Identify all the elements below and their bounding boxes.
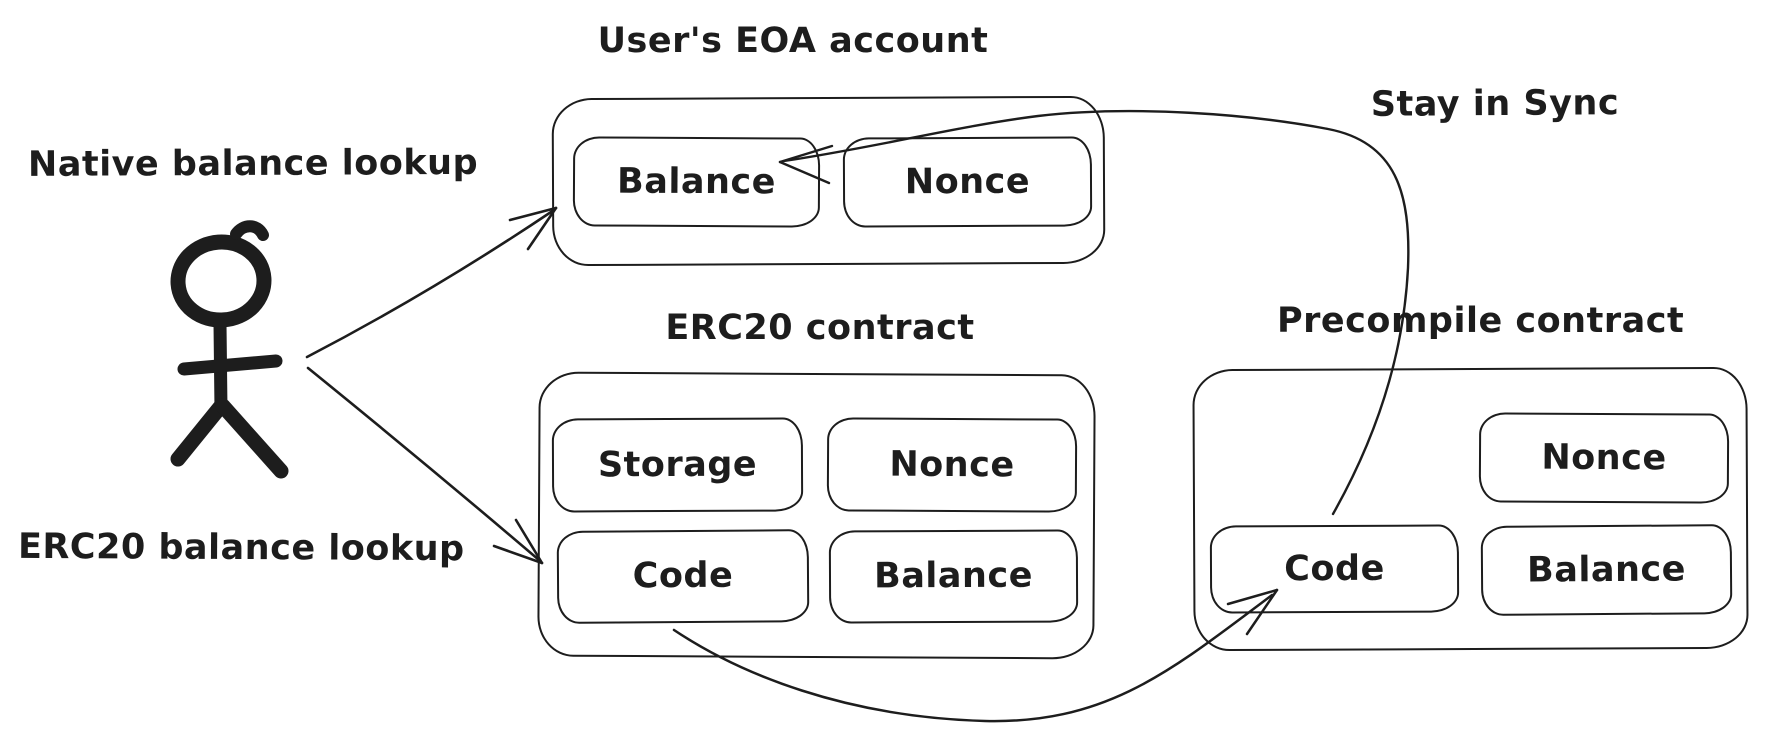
erc20-lookup-label: ERC20 balance lookup — [17, 526, 465, 570]
eoa-title: User's EOA account — [597, 21, 989, 61]
erc20-storage-field: Storage — [551, 417, 804, 513]
erc20-balance-field: Balance — [828, 529, 1079, 624]
code-sync-arrow — [672, 588, 1279, 723]
precompile-balance-field: Balance — [1480, 524, 1733, 616]
precompile-nonce-field: Nonce — [1478, 412, 1730, 504]
eoa-balance-label: Balance — [616, 161, 777, 202]
erc20-lookup-arrow — [306, 366, 544, 565]
erc20-code-field: Code — [556, 529, 810, 624]
native-lookup-label: Native balance lookup — [27, 142, 479, 185]
erc20-title: ERC20 contract — [665, 308, 975, 348]
eoa-nonce-label: Nonce — [904, 161, 1031, 202]
stay-in-sync-arrow — [778, 109, 1410, 516]
erc20-nonce-field: Nonce — [826, 417, 1078, 513]
precompile-code-label: Code — [1284, 548, 1385, 589]
stick-figure-user-icon — [170, 220, 289, 479]
precompile-title: Precompile contract — [1277, 301, 1685, 341]
erc20-balance-label: Balance — [874, 555, 1033, 597]
erc20-nonce-label: Nonce — [889, 444, 1015, 485]
stay-in-sync-label: Stay in Sync — [1370, 83, 1620, 125]
eoa-balance-field: Balance — [572, 136, 821, 228]
erc20-code-label: Code — [632, 555, 734, 597]
precompile-nonce-label: Nonce — [1541, 437, 1667, 478]
eoa-nonce-field: Nonce — [842, 136, 1093, 228]
precompile-balance-label: Balance — [1526, 548, 1687, 591]
native-lookup-arrow — [305, 206, 558, 359]
precompile-code-field: Code — [1209, 524, 1460, 614]
erc20-storage-label: Storage — [597, 444, 758, 485]
